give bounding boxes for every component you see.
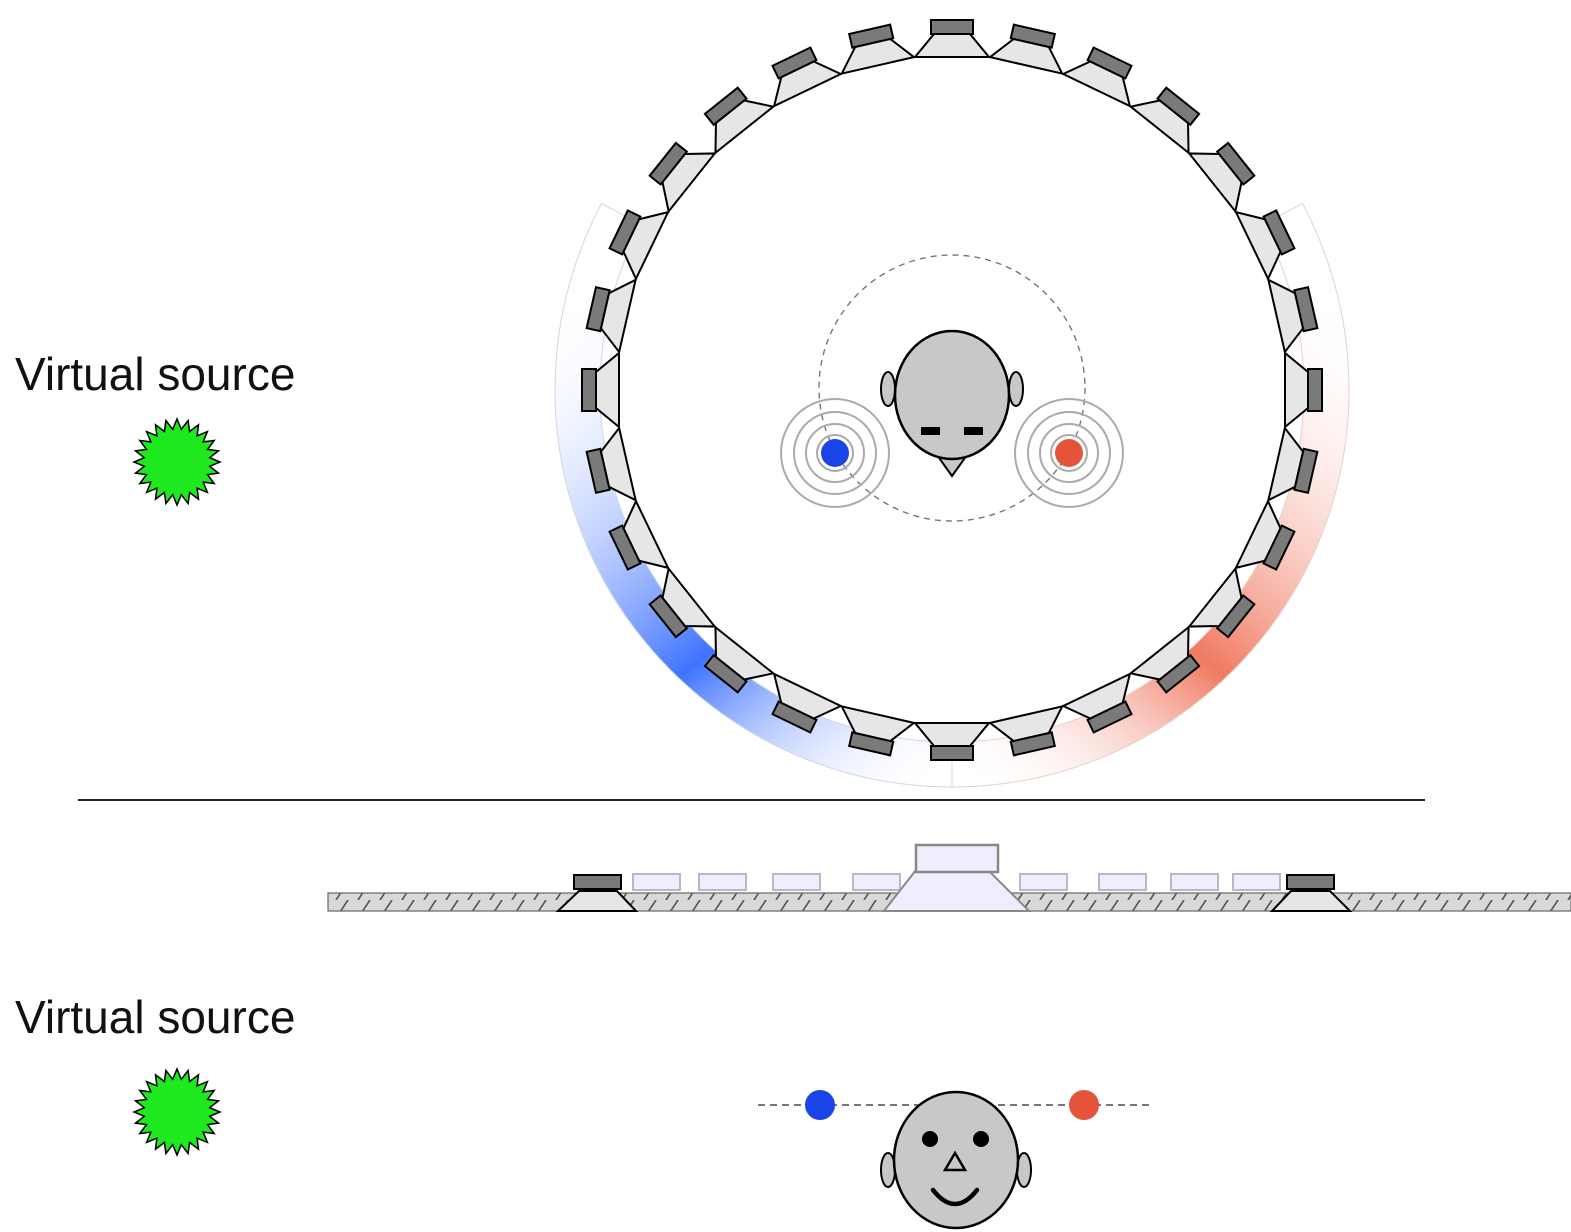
- loudspeaker-21: [585, 425, 638, 503]
- loudspeaker-23: [585, 277, 638, 355]
- loudspeaker-11: [1187, 566, 1256, 639]
- left-ear-dot-bottom: [805, 1090, 835, 1120]
- right-ear-dot-top: [1055, 439, 1083, 467]
- top-right-ear-zone: [1014, 398, 1124, 508]
- virtual-source-top-icon: [132, 417, 222, 507]
- loudspeaker-13: [1060, 672, 1133, 734]
- bottom-source-label: Virtual source: [15, 991, 295, 1043]
- center-ghost-speaker-icon: [881, 843, 1032, 912]
- listener-head-top-icon: [880, 329, 1024, 478]
- bottom-panel: Virtual source: [15, 843, 1571, 1230]
- loudspeaker-19: [648, 566, 717, 639]
- loudspeaker-10: [1234, 498, 1296, 571]
- loudspeaker-4: [1128, 86, 1201, 155]
- ghost-speaker-row: [632, 873, 1281, 891]
- loudspeaker-8: [1284, 350, 1323, 430]
- loudspeaker-22: [581, 350, 620, 430]
- left-wall-speaker-icon: [555, 874, 639, 912]
- loudspeaker-18: [703, 625, 776, 694]
- top-source-label: Virtual source: [15, 348, 295, 400]
- loudspeaker-17: [771, 672, 844, 734]
- loudspeaker-1: [912, 19, 992, 58]
- loudspeaker-27: [771, 46, 844, 108]
- loudspeaker-12: [1128, 625, 1201, 694]
- loudspeaker-25: [648, 141, 717, 214]
- loudspeaker-28: [839, 23, 917, 76]
- loudspeaker-3: [1060, 46, 1133, 108]
- loudspeaker-9: [1266, 425, 1319, 503]
- loudspeaker-14: [987, 704, 1065, 757]
- top-panel: Virtual source: [15, 19, 1350, 788]
- listener-face-icon: [880, 1090, 1032, 1230]
- top-left-ear-zone: [780, 398, 890, 508]
- left-ear-dot-top: [821, 439, 849, 467]
- loudspeaker-26: [703, 86, 776, 155]
- loudspeaker-16: [839, 704, 917, 757]
- virtual-source-bottom-icon: [132, 1067, 222, 1157]
- ear-trajectory-circle: [818, 254, 1086, 522]
- loudspeaker-2: [987, 23, 1065, 76]
- loudspeaker-5: [1187, 141, 1256, 214]
- right-wall-speaker-icon: [1269, 874, 1353, 912]
- right-ear-dot-bottom: [1069, 1090, 1099, 1120]
- loudspeaker-ring: [581, 19, 1323, 761]
